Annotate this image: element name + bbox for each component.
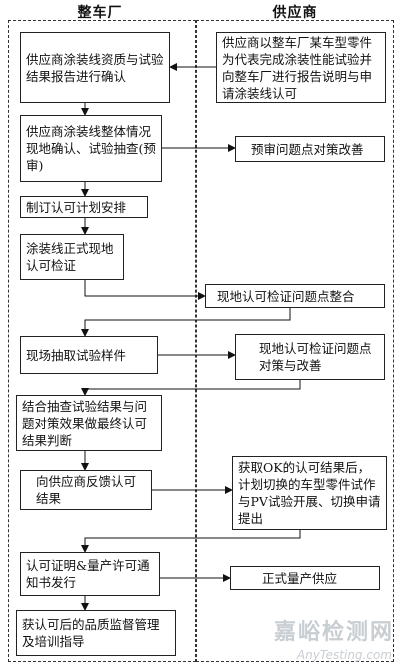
step-sample-extraction: 现场抽取试验样件 [20, 336, 158, 374]
supplier-issue-integration: 现地认可检证问题点整合 [205, 284, 385, 308]
lane-oem [8, 20, 196, 662]
supplier-report-application: 供应商以整车厂某车型零件为代表完成涂装性能试验并向整车厂进行报告说明与申请涂装线… [216, 32, 386, 103]
supplier-mass-production: 正式量产供应 [230, 566, 380, 590]
step-feedback-result: 向供应商反馈认可结果 [20, 470, 152, 510]
lane-title-supplier: 供应商 [272, 5, 318, 21]
step-qualification-confirm: 供应商涂装线资质与试验结果报告进行确认 [20, 32, 170, 103]
lane-supplier [196, 20, 394, 662]
supplier-switch-application: 获取OK的认可结果后，计划切换的车型零件试作与PV试验开展、切换申请提出 [232, 456, 387, 530]
supplier-countermeasure: 现地认可检证问题点对策与改善 [235, 334, 385, 380]
watermark-url: AnyTesting.com [296, 648, 392, 662]
step-final-judgement: 结合抽查试验结果与问题对策效果做最终认可结果判断 [16, 395, 162, 451]
lane-title-oem: 整车厂 [77, 5, 123, 21]
supplier-precheck-improvement: 预审问题点对策改善 [235, 136, 385, 162]
step-quality-supervision: 获认可后的品质监督管理及培训指导 [16, 610, 176, 656]
step-certificate-issue: 认可证明&量产许可通知书发行 [20, 552, 160, 596]
step-certification-plan: 制订认可计划安排 [20, 196, 148, 218]
step-formal-site-certification: 涂装线正式现地认可检证 [20, 234, 124, 280]
watermark-logo: 嘉峪检测网 [273, 620, 394, 645]
step-site-precheck: 供应商涂装线整体情况现地确认、试验抽查(预审) [20, 115, 162, 182]
